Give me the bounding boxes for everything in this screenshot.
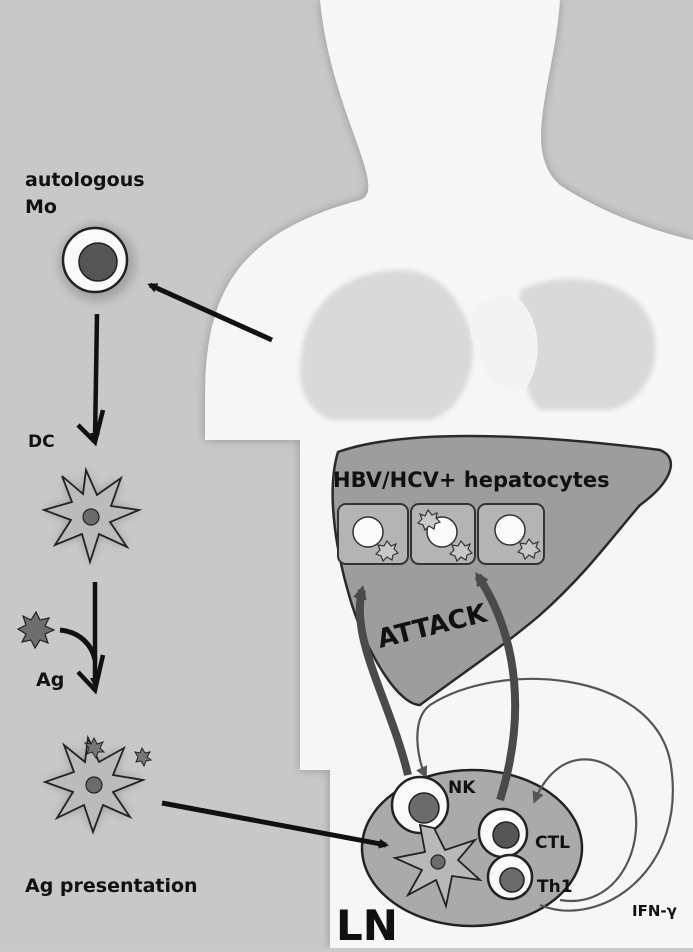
th1-label: Th1 xyxy=(537,877,573,897)
nk-nucleus xyxy=(409,793,439,823)
ag-presentation-label: Ag presentation xyxy=(25,875,198,897)
nk-label: NK xyxy=(448,778,476,798)
hepatocytes-label: HBV/HCV+ hepatocytes xyxy=(333,468,610,492)
ag-label: Ag xyxy=(36,669,64,691)
autologous-label: autologous xyxy=(25,169,145,191)
ifn-gamma-label: IFN-γ xyxy=(632,902,677,920)
monocyte-nucleus xyxy=(79,243,117,281)
mo-to-dc-arrow xyxy=(95,314,97,440)
mo-label: Mo xyxy=(25,196,57,218)
dc-nucleus xyxy=(86,777,102,793)
ln-label: LN xyxy=(336,901,398,948)
hepatocyte-nucleus xyxy=(353,517,383,547)
hepatocyte-nucleus xyxy=(495,515,525,545)
autologous-monocyte xyxy=(59,225,135,301)
dc-label: DC xyxy=(28,432,55,452)
th1-cell xyxy=(488,855,532,899)
hepatocyte-cells xyxy=(338,504,544,564)
dc-nucleus xyxy=(83,509,99,525)
ctl-nucleus xyxy=(493,822,519,848)
ctl-label: CTL xyxy=(535,833,570,853)
th1-nucleus xyxy=(500,868,524,892)
ctl-cell xyxy=(479,809,527,857)
